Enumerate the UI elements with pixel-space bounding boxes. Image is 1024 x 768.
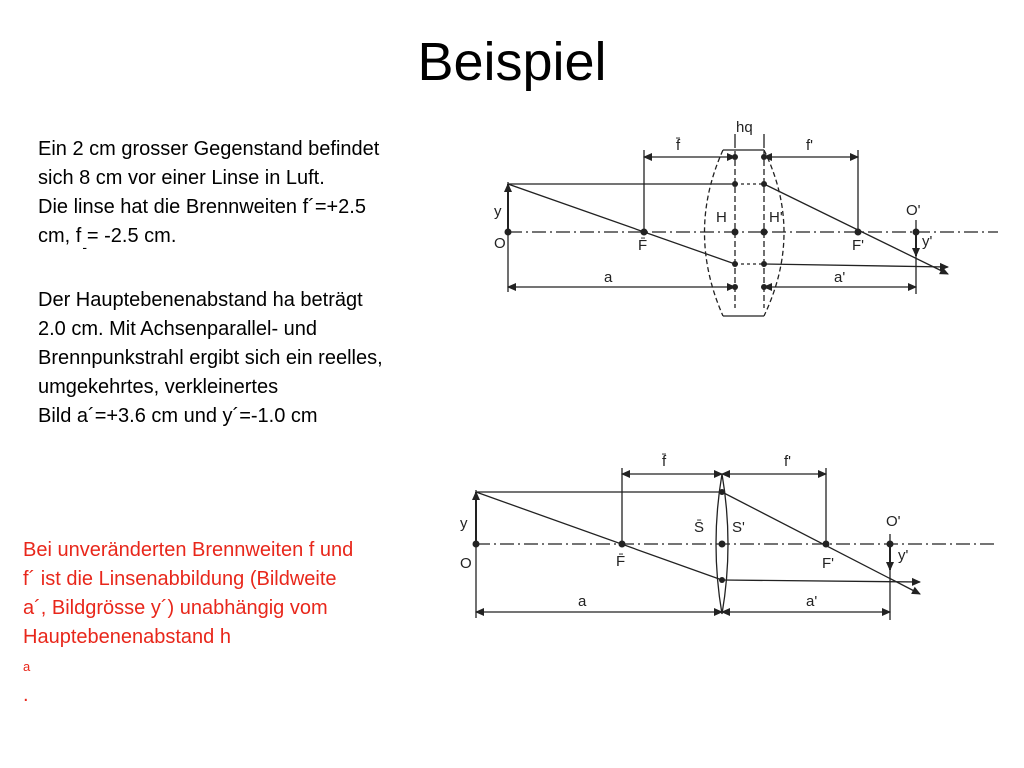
text-fragment: .: [23, 684, 29, 706]
text-line: Die linse hat die Brennweiten f´=+2.5: [38, 196, 366, 218]
axis-point: [760, 228, 768, 236]
label-a: a: [578, 593, 587, 610]
plane-point: [761, 154, 767, 160]
label-focus-image: F': [852, 237, 864, 254]
red-note: Bei unveränderten Brennweiten f und f´ i…: [23, 536, 453, 710]
light-ray: [507, 183, 736, 265]
label-h: H: [716, 209, 727, 226]
label-focus-object: F̄: [616, 553, 625, 570]
light-ray: [475, 491, 723, 581]
axis-point: [822, 540, 830, 548]
label-focus-image: F': [822, 555, 834, 572]
result-statement: Der Hauptebenenabstand ha beträgt 2.0 cm…: [38, 286, 488, 431]
label-yprime: y': [898, 547, 909, 564]
light-ray: [721, 491, 921, 595]
axis-point: [618, 540, 626, 548]
axis-point: [854, 228, 862, 236]
text-fragment: cm, f: [38, 225, 82, 247]
label-yprime: y': [922, 233, 933, 250]
label-sbar: S̄: [694, 519, 704, 536]
light-ray: [763, 262, 949, 271]
text-line: Ein 2 cm grosser Gegenstand befindet: [38, 138, 380, 160]
label-fprime: f': [806, 137, 813, 154]
thin-lens: [721, 473, 729, 615]
slide-title: Beispiel: [417, 32, 607, 92]
text-fragment: = -2.5 cm.: [81, 225, 177, 247]
thin-lens-diagram: f̄ f' y O S̄ S' F̄ F' O' y' a a': [460, 453, 995, 620]
text-line: umgekehrtes, verkleinertes: [38, 376, 279, 398]
plane-point: [761, 181, 767, 187]
text-line: Der Hauptebenenabstand ha beträgt: [38, 289, 363, 311]
plane-point: [732, 284, 738, 290]
axis-point: [886, 540, 894, 548]
plane-point: [761, 261, 767, 267]
label-o: O: [494, 235, 506, 252]
note-line: Bei unveränderten Brennweiten f und: [23, 539, 354, 561]
axis-point: [472, 540, 480, 548]
note-line: Hauptebenenabstand h a.: [23, 623, 453, 710]
label-aprime: a': [834, 269, 845, 286]
thick-lens: [703, 149, 724, 317]
label-o: O: [460, 555, 472, 572]
label-hq: hq: [736, 119, 753, 136]
text-line: Bild a´=+3.6 cm und y´=-1.0 cm: [38, 405, 318, 427]
plane-point: [719, 489, 725, 495]
label-y: y: [494, 203, 502, 220]
label-oprime: O': [906, 202, 921, 219]
plane-point: [732, 181, 738, 187]
problem-statement: Ein 2 cm grosser Gegenstand befindet sic…: [38, 135, 488, 255]
label-fbar: f̄: [675, 137, 681, 154]
label-y: y: [460, 515, 468, 532]
overbar-glyph: -: [82, 239, 88, 255]
subscript: a: [23, 659, 31, 674]
label-hprime: H': [769, 209, 783, 226]
axis-point: [731, 228, 739, 236]
note-line: a´, Bildgrösse y´) unabhängig vom: [23, 597, 328, 619]
label-oprime: O': [886, 513, 901, 530]
axis-point: [504, 228, 512, 236]
label-fprime: f': [784, 453, 791, 470]
thin-lens: [715, 473, 723, 615]
label-fbar: f̄: [661, 453, 667, 470]
plane-point: [761, 284, 767, 290]
text-line: 2.0 cm. Mit Achsenparallel- und: [38, 318, 318, 340]
label-aprime: a': [806, 593, 817, 610]
thick-lens-diagram: hq f̄ f' y O F̄ H H' F' O' y' a a': [494, 119, 998, 317]
light-ray: [721, 577, 921, 586]
label-focus-object: F̄: [638, 237, 647, 254]
label-sprime: S': [732, 519, 745, 536]
text-line: sich 8 cm vor einer Linse in Luft.: [38, 167, 325, 189]
axis-point: [912, 228, 920, 236]
axis-point: [718, 540, 726, 548]
plane-point: [719, 577, 725, 583]
text-line: cm, f- = -2.5 cm.: [38, 222, 488, 255]
light-ray: [763, 183, 949, 275]
text-line: Brennpunkstrahl ergibt sich ein reelles,: [38, 347, 383, 369]
note-line: f´ ist die Linsenabbildung (Bildweite: [23, 568, 337, 590]
axis-point: [640, 228, 648, 236]
plane-point: [732, 261, 738, 267]
text-fragment: Hauptebenenabstand h: [23, 626, 231, 648]
label-a: a: [604, 269, 613, 286]
plane-point: [732, 154, 738, 160]
